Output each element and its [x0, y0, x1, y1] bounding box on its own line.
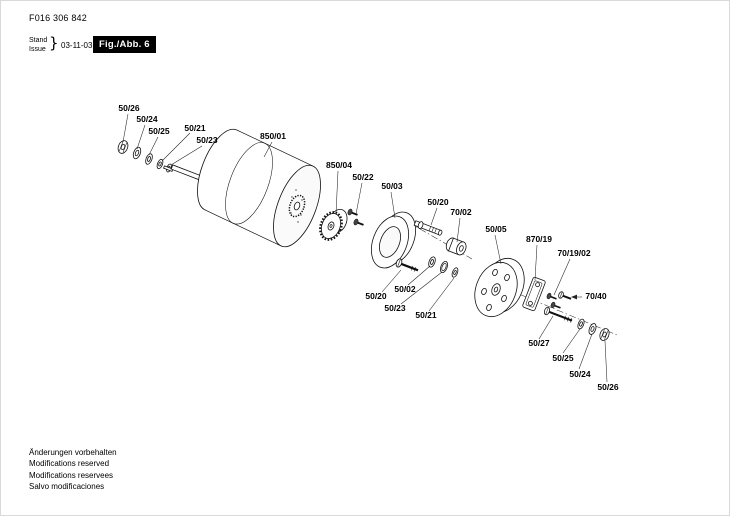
legal-note-es: Salvo modificaciones [29, 482, 105, 492]
washer-50-24 [132, 146, 142, 160]
stand-issue-brace: } [49, 34, 59, 52]
legal-note-fr: Modifications reservees [29, 470, 114, 480]
washer-50-24-right [588, 323, 597, 335]
ring-50-03 [371, 211, 416, 269]
legal-note-en: Modifications reserved [29, 459, 110, 469]
washer-50-25 [145, 153, 153, 165]
label-50-23-left: 50/23 [196, 135, 218, 145]
label-870-19: 870/19 [526, 234, 552, 244]
right-fastener-stack [577, 318, 610, 341]
part-labels: 50/26 50/24 50/25 50/21 50/23 850/01 850… [118, 103, 619, 392]
label-70-19-02: 70/19/02 [557, 248, 590, 258]
label-50-20-lower: 50/20 [365, 291, 387, 301]
circlip-50-23 [440, 260, 448, 274]
revision-date: 03-11-03 [61, 41, 93, 50]
motor-armature [163, 128, 321, 248]
washer-50-02 [428, 256, 436, 268]
document-number: F016 306 842 [29, 13, 87, 23]
lower-fastener-set [395, 256, 459, 278]
label-50-27: 50/27 [528, 338, 550, 348]
label-50-02: 50/02 [394, 284, 416, 294]
label-50-26-right: 50/26 [597, 382, 619, 392]
pinion-gear [319, 208, 348, 241]
centerline [407, 221, 618, 336]
drive-wheel [474, 257, 525, 318]
label-50-25-right: 50/25 [552, 353, 574, 363]
issue-label: Issue [29, 45, 46, 53]
label-50-03: 50/03 [381, 181, 403, 191]
left-fastener-stack [117, 140, 172, 173]
label-50-24-left: 50/24 [136, 114, 158, 124]
screws-50-22 [347, 208, 364, 226]
hex-nut-50-26 [117, 140, 129, 154]
bracket-screws-70-19-02 [546, 292, 561, 309]
legal-footer: Änderungen vorbehalten Modifications res… [29, 447, 117, 493]
coupling-70-02 [445, 237, 467, 256]
label-50-23-lower: 50/23 [384, 303, 406, 313]
label-850-01: 850/01 [260, 131, 286, 141]
arrow-70-40 [571, 294, 582, 300]
label-50-25-left: 50/25 [148, 126, 170, 136]
label-70-40: 70/40 [585, 291, 607, 301]
label-50-21-lower: 50/21 [415, 310, 437, 320]
legal-note-de: Änderungen vorbehalten [29, 448, 117, 457]
label-50-05: 50/05 [485, 224, 507, 234]
label-50-21-left: 50/21 [184, 123, 206, 133]
shaft-pin-50-20 [413, 220, 443, 236]
figure-badge: Fig./Abb. 6 [93, 36, 156, 53]
screw-70-40 [558, 291, 572, 300]
leader-lines [122, 113, 608, 383]
mount-bracket [522, 276, 546, 312]
label-70-02: 70/02 [450, 207, 472, 217]
screw-50-27 [543, 306, 573, 323]
stand-issue-block: Stand Issue [29, 37, 47, 54]
label-50-22: 50/22 [352, 172, 374, 182]
washer-50-21-lower [451, 267, 459, 278]
washer-50-21 [156, 158, 164, 170]
label-50-24-right: 50/24 [569, 369, 591, 379]
label-850-04: 850/04 [326, 160, 352, 170]
label-50-26-left: 50/26 [118, 103, 140, 113]
label-50-20-upper: 50/20 [427, 197, 449, 207]
stand-label: Stand [29, 37, 48, 44]
commutator-face [288, 194, 306, 218]
hex-nut-50-26-right [599, 328, 610, 341]
washer-50-25-right [577, 318, 585, 330]
